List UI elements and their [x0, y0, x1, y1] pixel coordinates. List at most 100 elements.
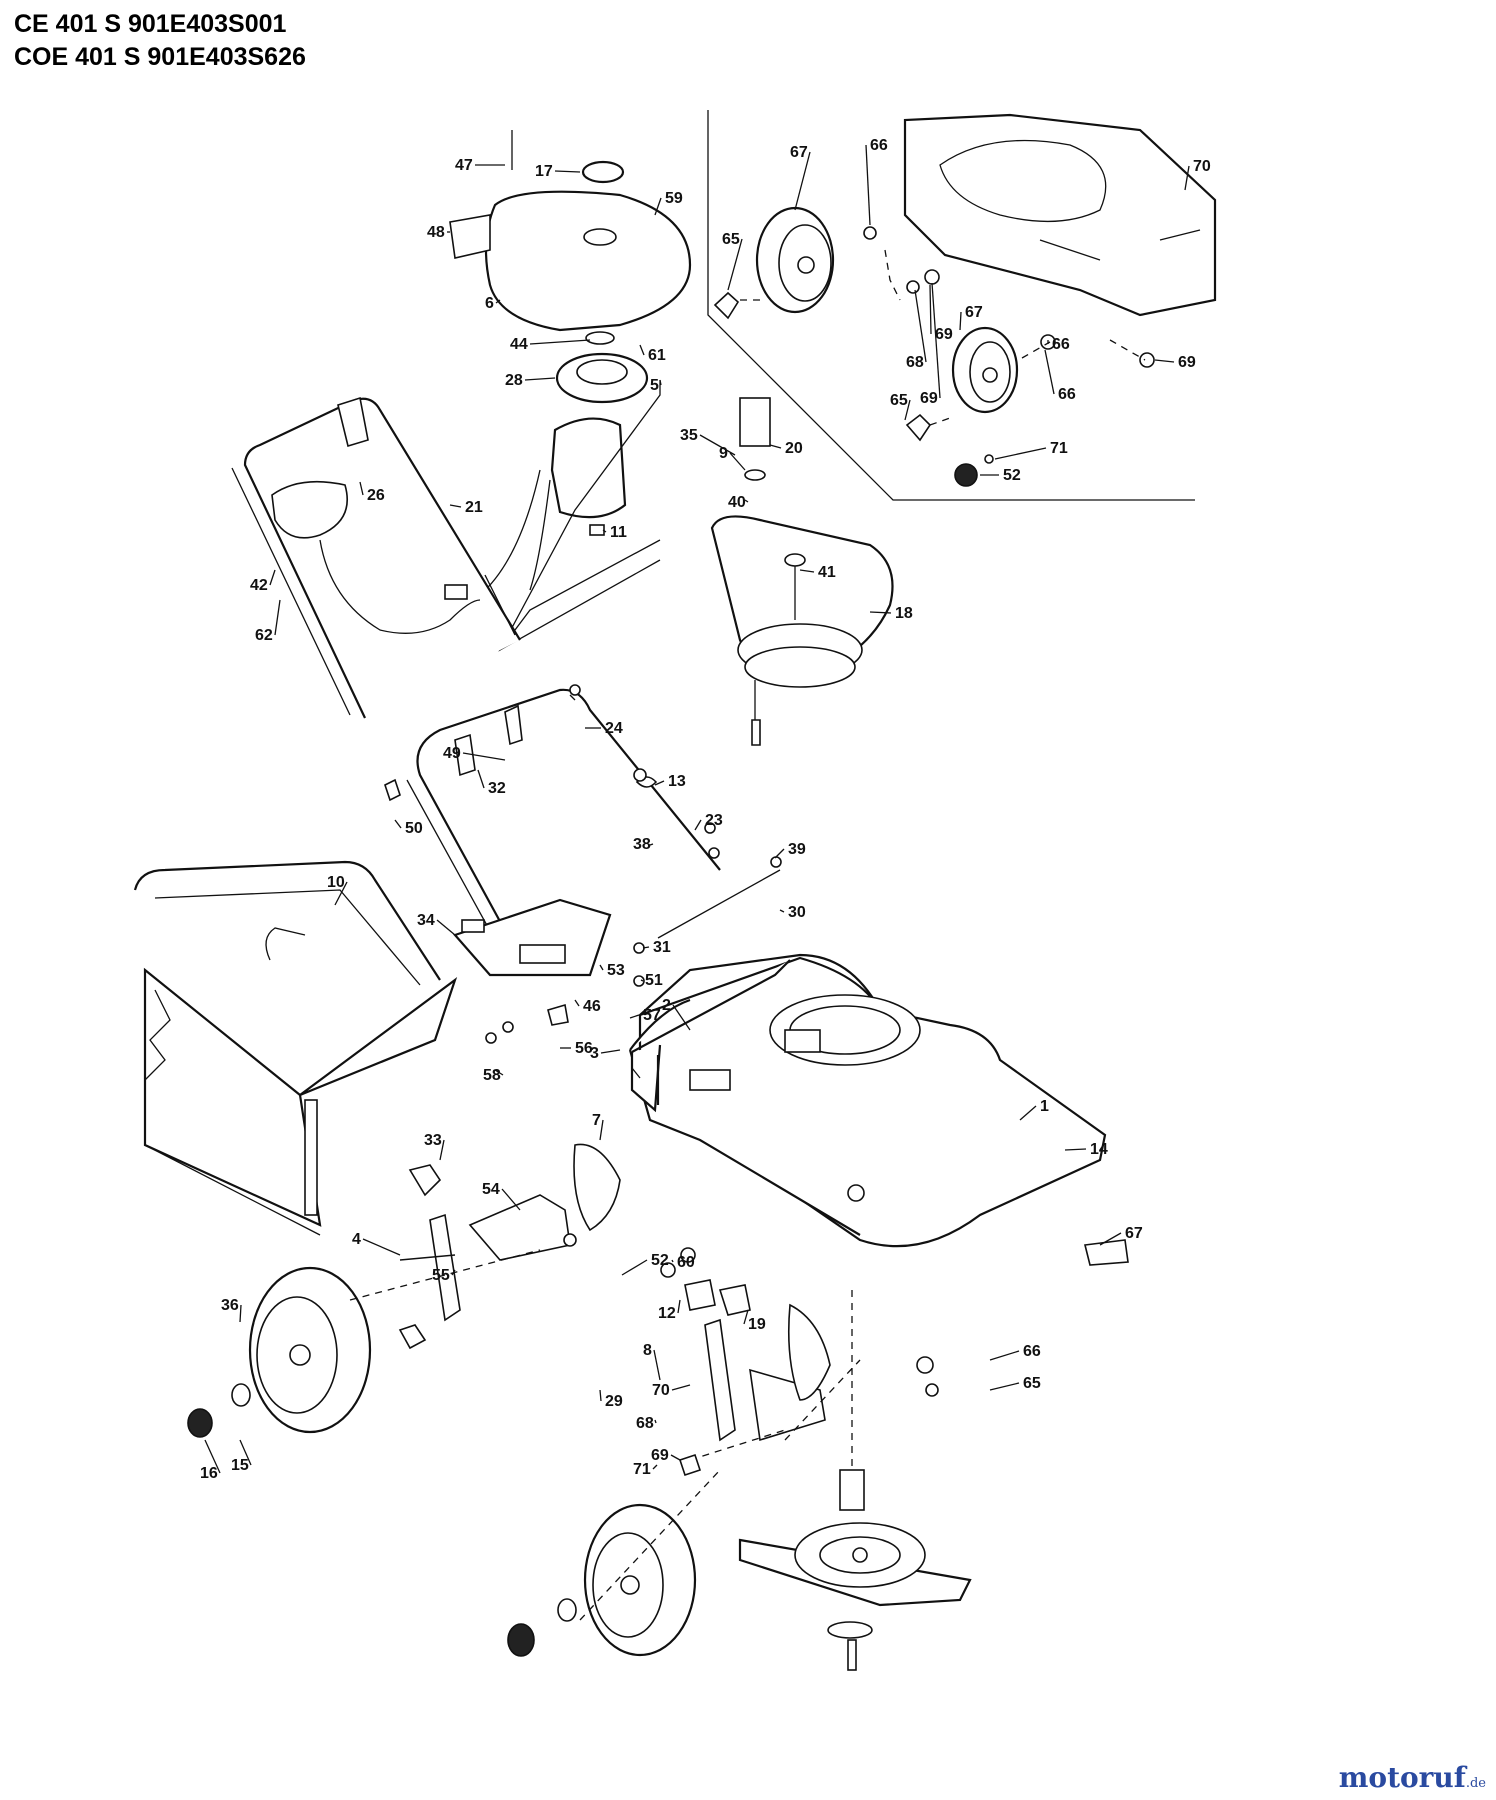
callout-65: 65: [722, 231, 740, 248]
callout-1: 1: [1040, 1098, 1049, 1115]
callout-leader-35: [699, 434, 736, 456]
callout-47: 47: [455, 157, 473, 174]
callout-leader-65: [904, 399, 911, 421]
callout-50: 50: [405, 820, 423, 837]
mower-deck: [628, 953, 1129, 1266]
callout-leader-42: [269, 569, 276, 586]
watermark-logo: motoruf.de: [1339, 1761, 1486, 1794]
left-height-adjuster: [399, 1143, 621, 1322]
callout-leader-6: [495, 299, 501, 304]
callout-leader-9: [729, 452, 746, 471]
callout-49: 49: [443, 745, 461, 762]
callout-10: 10: [327, 874, 345, 891]
callout-8: 8: [643, 1342, 652, 1359]
callout-7: 7: [592, 1112, 601, 1129]
callout-68: 68: [906, 354, 924, 371]
model-header: CE 401 S 901E403S001 COE 401 S 901E403S6…: [14, 8, 306, 74]
callout-12: 12: [658, 1305, 676, 1322]
callout-71: 71: [633, 1461, 651, 1478]
callout-46: 46: [583, 998, 601, 1015]
right-height-adjuster: [660, 1247, 939, 1461]
callout-57: 57: [643, 1007, 661, 1024]
callout-leader-36: [239, 1304, 242, 1323]
callout-leader-61: [639, 344, 645, 356]
callout-leader-65: [727, 238, 743, 291]
callout-leader-31: [642, 946, 650, 949]
callout-leader-33: [439, 1139, 445, 1161]
callout-42: 42: [250, 577, 268, 594]
callout-44: 44: [510, 336, 528, 353]
callout-leader-28: [524, 377, 556, 381]
callout-67: 67: [1125, 1225, 1143, 1242]
callout-59: 59: [665, 190, 683, 207]
callout-leader-18: [869, 611, 892, 614]
callout-leader-65: [989, 1382, 1020, 1391]
callout-66: 66: [1052, 336, 1070, 353]
callout-39: 39: [788, 841, 806, 858]
callout-24: 24: [605, 720, 623, 737]
callout-14: 14: [1090, 1141, 1108, 1158]
callout-leader-60: [671, 1259, 674, 1263]
model-line-1: CE 401 S 901E403S001: [14, 10, 287, 38]
callout-69: 69: [935, 326, 953, 343]
callout-leader-17: [554, 170, 581, 173]
callout-61: 61: [648, 347, 666, 364]
callout-38: 38: [633, 836, 651, 853]
wheels: [187, 1249, 721, 1657]
callout-leader-7: [599, 1119, 604, 1141]
callout-56: 56: [575, 1040, 593, 1057]
callout-leader-59: [654, 197, 662, 216]
callout-58: 58: [483, 1067, 501, 1084]
callout-17: 17: [535, 163, 553, 180]
lower-handle: [384, 684, 782, 1044]
callout-71: 71: [1050, 440, 1068, 457]
callout-leader-26: [359, 481, 364, 496]
callout-leader-32: [477, 769, 485, 789]
callout-68: 68: [636, 1415, 654, 1432]
callout-leader-68: [654, 1419, 657, 1424]
callout-41: 41: [818, 564, 836, 581]
callout-leader-62: [274, 599, 281, 636]
callout-leader-71: [652, 1464, 658, 1470]
callout-leader-4: [362, 1238, 401, 1256]
callout-leader-68: [914, 289, 927, 363]
callout-67: 67: [965, 304, 983, 321]
callout-leader-70: [1184, 165, 1190, 191]
callout-leader-50: [394, 819, 402, 829]
callout-leader-16: [204, 1439, 221, 1474]
callout-leader-39: [774, 848, 785, 859]
callout-leader-54: [501, 1188, 521, 1211]
callout-65: 65: [1023, 1375, 1041, 1392]
callout-leader-12: [677, 1299, 681, 1314]
watermark-name: motoruf: [1338, 1761, 1466, 1794]
callout-leader-30: [779, 909, 785, 913]
callout-leader-67: [959, 311, 962, 331]
upper-handle: [231, 396, 521, 719]
callout-65: 65: [890, 392, 908, 409]
callout-21: 21: [465, 499, 483, 516]
callout-leader-66: [989, 1350, 1020, 1361]
callout-leader-49: [462, 752, 506, 761]
blade-assembly: [738, 1290, 972, 1671]
callout-leader-10: [334, 881, 348, 906]
callout-52: 52: [1003, 467, 1021, 484]
callout-leader-15: [239, 1439, 252, 1466]
callout-2: 2: [662, 997, 671, 1014]
callout-leader-67: [794, 151, 811, 211]
callout-54: 54: [482, 1181, 500, 1198]
callout-leader-1: [1019, 1105, 1037, 1121]
callout-leader-51: [640, 979, 644, 982]
callout-leader-2: [672, 1004, 691, 1031]
callout-69: 69: [920, 390, 938, 407]
callout-33: 33: [424, 1132, 442, 1149]
callout-leader-38: [649, 843, 654, 846]
callout-leader-19: [743, 1309, 749, 1325]
callout-31: 31: [653, 939, 671, 956]
callout-20: 20: [785, 440, 803, 457]
callout-11: 11: [610, 524, 627, 541]
callout-leader-13: [654, 780, 665, 786]
callout-66: 66: [1023, 1343, 1041, 1360]
callout-30: 30: [788, 904, 806, 921]
